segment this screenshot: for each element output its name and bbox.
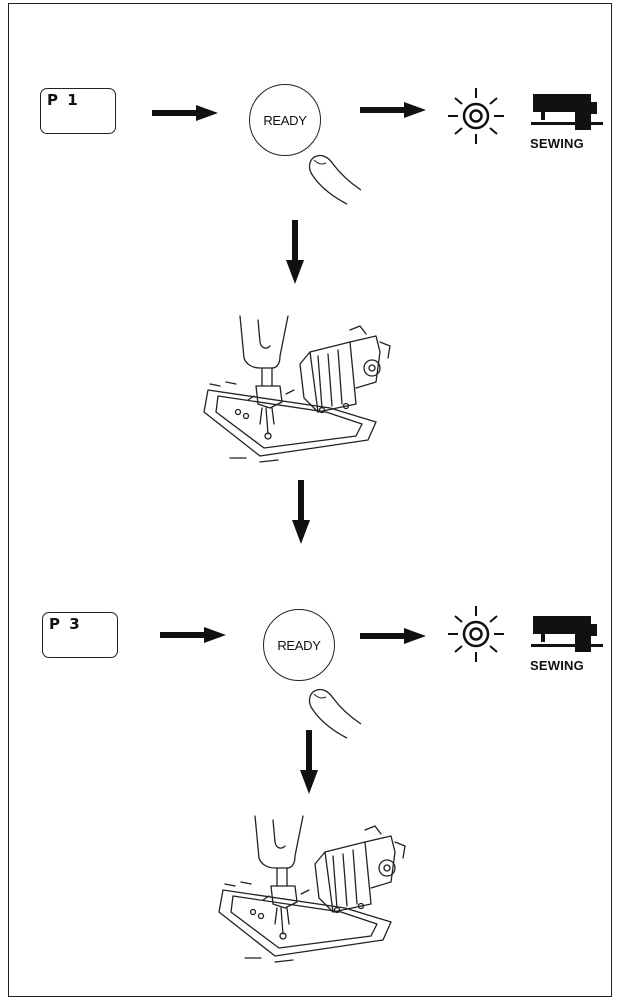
program-display-p3: P 3 [42,612,118,658]
sewing-machine-icon [531,94,603,130]
lamp-on-icon [448,606,504,662]
diagram-frame [8,3,612,997]
arrow-down-icon [286,220,304,284]
lamp-on-icon [448,88,504,144]
program-display-p1: P 1 [40,88,116,134]
ready-label-2: READY [277,637,321,653]
arrow-down-icon [292,480,310,544]
sewing-head-clamp-illustration [203,315,391,463]
ready-button-1[interactable]: READY [249,84,321,156]
arrow-right-icon [160,627,226,643]
arrow-down-icon [300,730,318,794]
sewing-label-2: SEWING [530,658,584,673]
finger-press-icon [308,154,362,205]
ready-label-1: READY [263,112,307,128]
arrow-right-icon [152,105,218,121]
sewing-label-1: SEWING [530,136,584,151]
arrow-right-icon [360,628,426,644]
program-label-p1: P 1 [47,91,80,109]
sewing-machine-icon [531,616,603,652]
arrow-right-icon [360,102,426,118]
sewing-head-clamp-illustration [218,815,406,963]
ready-button-2[interactable]: READY [263,609,335,681]
finger-press-icon [308,688,362,739]
program-label-p3: P 3 [49,615,82,633]
